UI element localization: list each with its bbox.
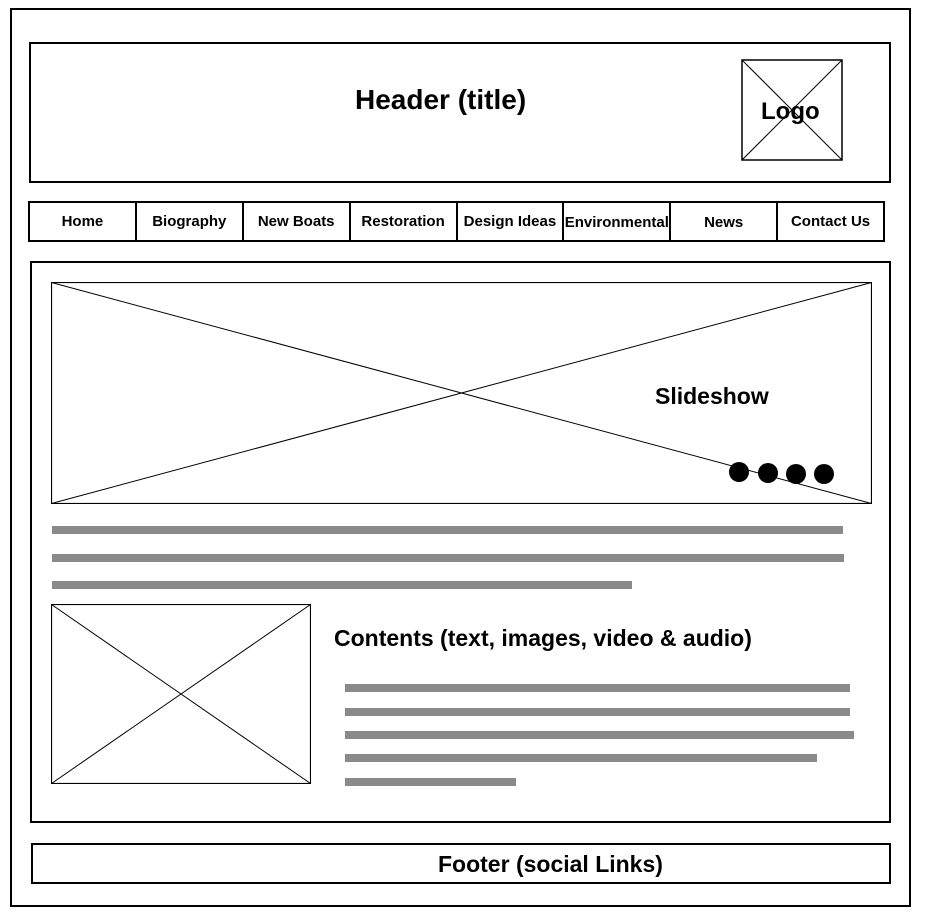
footer-label[interactable]: Footer (social Links) [438,851,663,877]
slideshow-indicator-dot-4[interactable] [814,464,834,484]
text-placeholder-line [52,581,632,589]
footer-box [31,843,891,884]
slideshow-label: Slideshow [655,383,769,409]
nav-item-design-ideas[interactable]: Design Ideas [458,203,565,240]
nav-item-home[interactable]: Home [30,203,137,240]
contents-heading: Contents (text, images, video & audio) [334,625,752,651]
page-frame [10,8,911,907]
logo-placeholder-image[interactable] [741,59,843,161]
header-box [29,42,891,183]
nav-item-environmental[interactable]: Environmental [564,203,672,240]
slideshow-indicator-dot-1[interactable] [729,462,749,482]
text-placeholder-line [345,708,850,716]
text-placeholder-line [345,754,817,762]
text-placeholder-line [52,554,844,562]
nav-item-contact-us[interactable]: Contact Us [790,213,871,230]
main-content-box [30,261,891,823]
content-placeholder-image[interactable] [51,604,311,784]
nav-item-news[interactable]: News [671,203,779,240]
text-placeholder-line [52,526,843,534]
nav-item-new-boats[interactable]: New Boats [244,203,351,240]
nav-item-biography[interactable]: Biography [137,203,244,240]
nav-item-restoration[interactable]: Restoration [351,203,458,240]
text-placeholder-line [345,731,854,739]
logo-label: Logo [761,98,820,125]
slideshow-indicator-dot-3[interactable] [786,464,806,484]
header-title: Header (title) [355,84,527,115]
text-placeholder-line [345,684,850,692]
slideshow-indicator-dot-2[interactable] [758,463,778,483]
text-placeholder-line [345,778,516,786]
nav-bar: Home Biography New Boats Restoration Des… [28,201,885,242]
